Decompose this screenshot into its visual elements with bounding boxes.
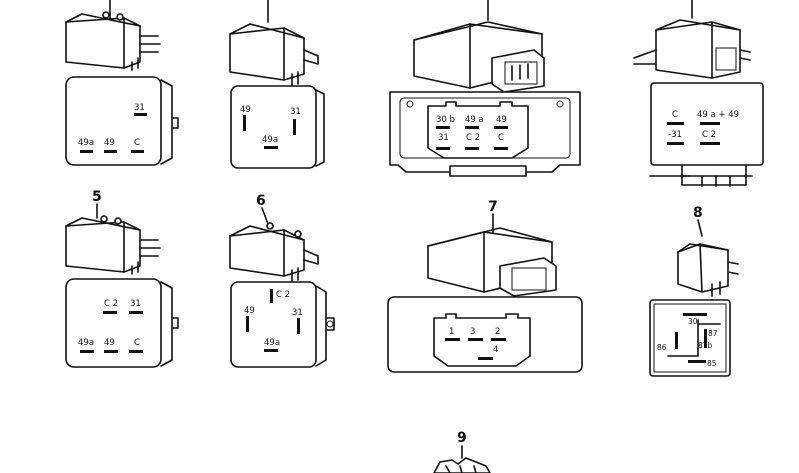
relay-2-pin-31: 31 [290,107,301,117]
relay-4-pin-C2: C 2 [702,130,716,140]
relay-7-pin-face: 1 3 2 4 [387,296,583,373]
relay-2-pin-face: 49 31 49a [230,85,325,169]
relay-3: 30 b 49 a 49 31 C 2 C [389,0,581,177]
relay-8-pin-30: 30 [688,317,698,326]
relay-6: 6 C 2 49 31 49a [229,193,335,368]
relay-5-pin-31: 31 [130,299,141,309]
relay-3-pin-49: 49 [496,115,507,125]
relay-2-pin-49a: 49a [262,135,278,145]
relay-8-body-illustration [677,243,739,297]
relay-1-pin-C: C [134,138,140,148]
relay-5-pin-C2: C 2 [104,299,118,309]
relay-6-body-illustration [229,222,319,283]
relay-1-pin-face: 31 49a 49 C [65,76,179,166]
relay-3-pin-face: 30 b 49 a 49 31 C 2 C [389,91,581,177]
relay-1: 31 49a 49 C [65,0,179,166]
relay-4-body-illustration [633,19,751,79]
relay-4: C 49 a + 49 -31 C 2 [633,0,764,187]
relay-3-pin-31: 31 [438,133,449,143]
relay-7-pin-1: 1 [449,327,454,337]
relay-8-pin-86: 86 [657,343,667,352]
relay-8-pin-87b: 87b [698,341,713,350]
relay-1-body-illustration [65,11,161,71]
relay-6-pin-face: C 2 49 31 49a [230,281,335,368]
relay-2: 49 31 49a [229,0,325,169]
relay-3-body-illustration [413,21,545,93]
relay-3-pin-49a: 49 a [465,115,484,125]
relay-4-pin-C: C [672,110,678,120]
relay-8-pin-87: 87 [708,329,718,338]
callout-5: 5 [92,189,102,205]
relay-8: 8 30 87 86 87b 85 [649,205,739,377]
relay-5-pin-49: 49 [104,338,115,348]
relay-7-body-illustration [427,227,557,297]
relay-1-pin-49: 49 [104,138,115,148]
relay-8-pin-85: 85 [707,359,717,368]
relay-5-pin-face: C 2 31 49a 49 C [65,278,179,368]
callout-6: 6 [256,193,266,209]
relay-4-pin-minus-31: -31 [668,130,682,140]
relay-7-pin-3: 3 [470,327,475,337]
relay-5-pin-49a: 49a [78,338,94,348]
callout-7: 7 [488,199,498,215]
relay-6-pin-31: 31 [292,308,303,318]
relay-4-pin-face: C 49 a + 49 -31 C 2 [649,82,764,187]
relay-3-pin-C: C [498,133,504,143]
relay-4-pin-49a-plus-49: 49 a + 49 [697,110,739,120]
relay-7-pin-4: 4 [493,345,498,355]
relay-3-pin-30b: 30 b [436,115,455,125]
relay-6-pin-C2: C 2 [276,290,290,300]
relay-6-pin-49a: 49a [264,338,280,348]
relay-5-pin-C: C [134,338,140,348]
relay-1-pin-49a: 49a [78,138,94,148]
item-9-part-illustration [433,457,491,473]
callout-8: 8 [693,205,703,221]
relay-5: 5 C 2 31 49a 49 C [65,189,179,368]
relay-5-body-illustration [65,215,161,275]
relay-3-pin-C2: C 2 [466,133,480,143]
callout-9: 9 [457,430,467,446]
relay-6-pin-49: 49 [244,306,255,316]
relay-7: 7 1 3 2 4 [387,199,583,373]
relay-8-pin-face: 30 87 86 87b 85 [649,299,731,377]
item-9: 9 [433,430,491,473]
relay-2-pin-49: 49 [240,105,251,115]
relay-1-pin-31: 31 [134,103,145,113]
relay-7-pin-2: 2 [495,327,500,337]
relay-2-body-illustration [229,23,319,87]
